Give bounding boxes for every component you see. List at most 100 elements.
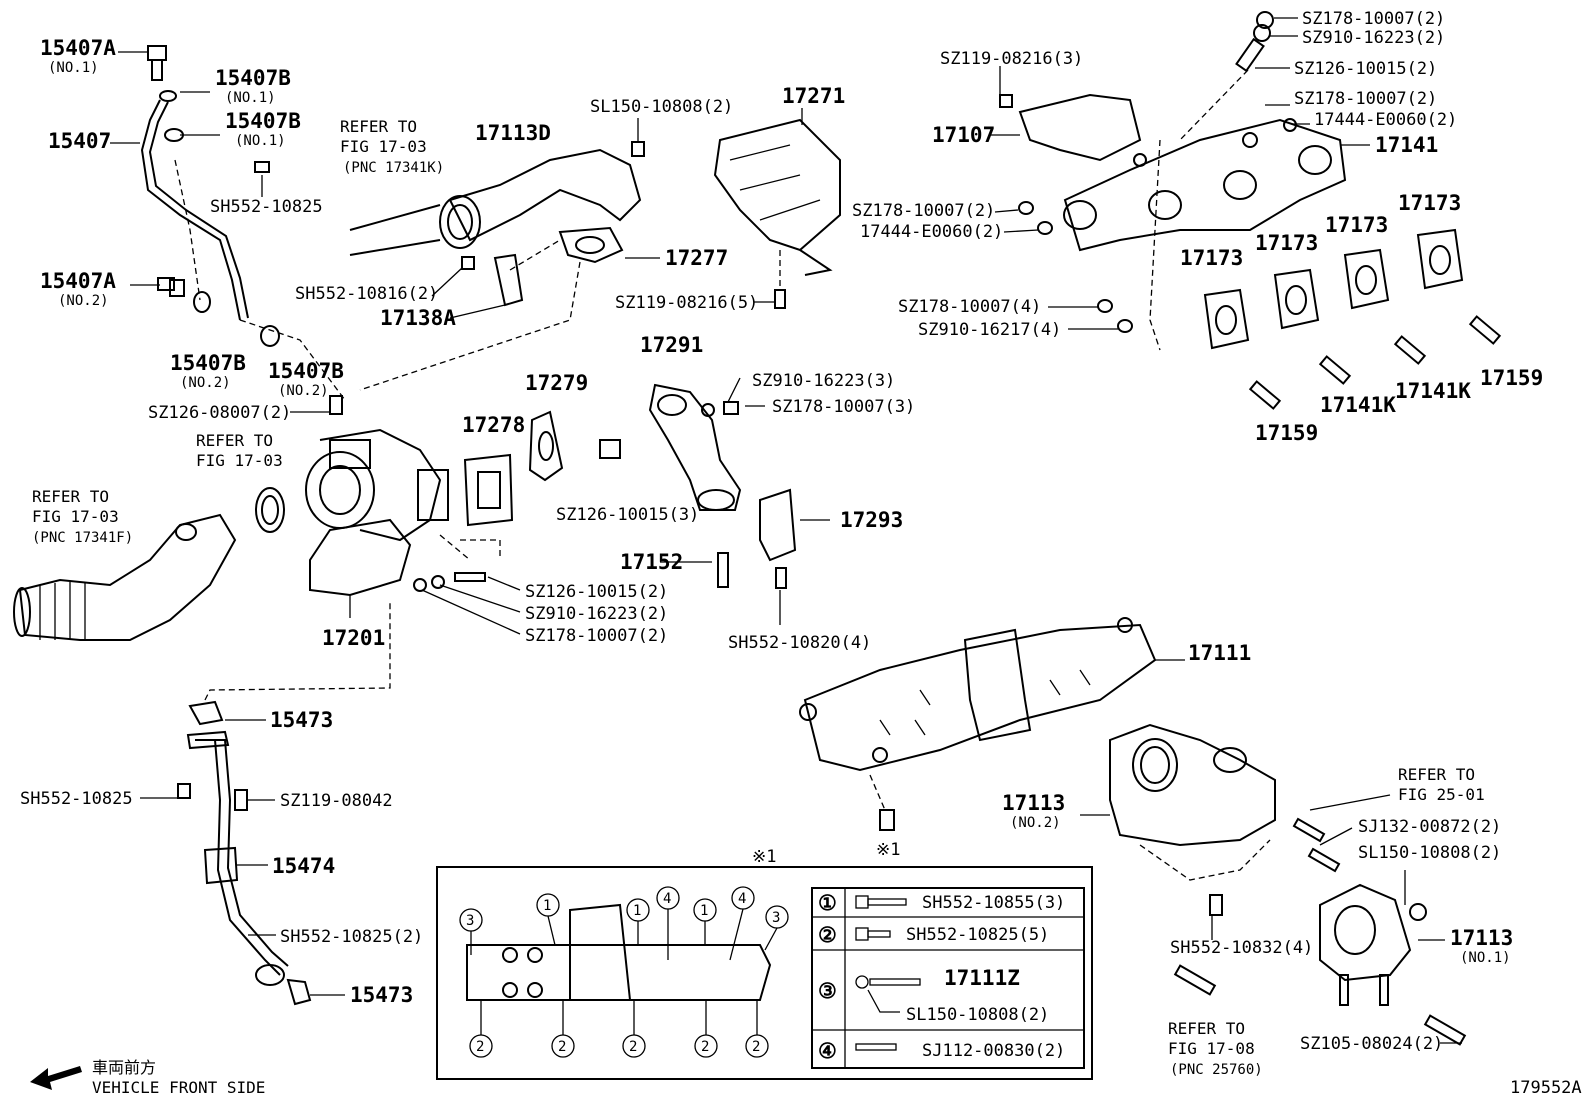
front-label-jp: 車両前方 <box>92 1058 156 1077</box>
label-sz178-10007-e: SZ178-10007(2) <box>852 201 995 221</box>
label-17159-a: 17159 <box>1480 366 1543 390</box>
note-mark-1: ※1 <box>876 840 900 860</box>
label-15407B-no2: 15407B <box>170 351 246 375</box>
label-sz910-16223-a: SZ910-16223(2) <box>1302 28 1445 48</box>
label-sz178-10007-c: SZ178-10007(3) <box>772 397 915 417</box>
callout-1-a: 1 <box>543 898 551 914</box>
label-sh552-10832: SH552-10832(4) <box>1170 938 1313 958</box>
label-17113-no1-sub: (NO.1) <box>1460 950 1511 966</box>
label-17141: 17141 <box>1375 133 1438 157</box>
label-sz910-16223-c: SZ910-16223(2) <box>525 604 668 624</box>
intake-hose <box>13 513 237 641</box>
label-sz178-10007-d: SZ178-10007(2) <box>525 626 668 646</box>
label-17173-c: 17173 <box>1325 213 1388 237</box>
label-15407: 15407 <box>48 129 111 153</box>
label-sz119-08216-b: SZ119-08216(5) <box>615 293 758 313</box>
label-17138A: 17138A <box>380 306 456 330</box>
ref-3-line1: REFER TO <box>32 487 109 506</box>
callout-1-c: 1 <box>700 903 708 919</box>
label-15407B-no1-sub: (NO.1) <box>225 90 276 106</box>
exhaust-manifold-17141 <box>999 11 1347 351</box>
label-sz119-08042: SZ119-08042 <box>280 791 393 811</box>
label-sz178-10007-f: SZ178-10007(4) <box>898 297 1041 317</box>
callout-2-b: 2 <box>558 1039 566 1055</box>
label-17201: 17201 <box>322 626 385 650</box>
label-17113-no2: 17113 <box>1002 791 1065 815</box>
label-sz910-16217: SZ910-16217(4) <box>918 320 1061 340</box>
callout-4-a: 4 <box>663 891 671 907</box>
heat-insulator-17271 <box>713 118 841 309</box>
label-sz119-08216-a: SZ119-08216(3) <box>940 49 1083 69</box>
ref-4-line1: REFER TO <box>1398 765 1475 784</box>
ref-1-line1: REFER TO <box>340 117 417 136</box>
callout-4-b: 4 <box>738 891 746 907</box>
oil-feed-pipe <box>140 45 346 401</box>
ref-5-line3: (PNC 25760) <box>1170 1062 1263 1078</box>
label-sl150-10808-b: SL150-10808(2) <box>1358 843 1501 863</box>
ref-1-line2: FIG 17-03 <box>340 137 427 156</box>
label-17277: 17277 <box>665 246 728 270</box>
label-sz126-10015-b: SZ126-10015(3) <box>556 505 699 525</box>
ref-2-line1: REFER TO <box>196 431 273 450</box>
callout-2-a: 2 <box>476 1039 484 1055</box>
label-sh552-10825-b: SH552-10825 <box>20 789 133 809</box>
label-17173-a: 17173 <box>1180 246 1243 270</box>
label-15407B-no1b-sub: (NO.1) <box>235 133 286 149</box>
intake-manifold-17111 <box>799 617 1157 831</box>
exhaust-pipe-17291 <box>648 383 797 589</box>
label-17271: 17271 <box>782 84 845 108</box>
label-17444-e0060-b: 17444-E0060(2) <box>860 222 1003 242</box>
turbo-studs <box>413 534 501 592</box>
ref-1-line3: (PNC 17341K) <box>343 160 444 176</box>
legend-key-4: ④ <box>818 1039 837 1063</box>
legend-value-3a: 17111Z <box>944 966 1020 990</box>
label-17113-no1: 17113 <box>1450 926 1513 950</box>
label-17279: 17279 <box>525 371 588 395</box>
label-15407A-no2-sub: (NO.2) <box>58 293 109 309</box>
legend-entries: ① SH552-10855(3) ② SH552-10825(5) ③ 1711… <box>818 891 1065 1063</box>
label-15407B-no2-sub: (NO.2) <box>180 375 231 391</box>
callout-3-a: 3 <box>466 913 474 929</box>
legend-value-2: SH552-10825(5) <box>906 925 1049 945</box>
label-15407B-no2b-sub: (NO.2) <box>278 383 329 399</box>
label-15407A-no1: 15407A <box>40 36 116 60</box>
label-15407B-no1: 15407B <box>215 66 291 90</box>
label-17291: 17291 <box>640 333 703 357</box>
gasket-callouts: 3 1 1 4 1 4 3 2 2 2 2 2 <box>459 886 789 1058</box>
callout-2-c: 2 <box>629 1039 637 1055</box>
label-sz178-10007-b: SZ178-10007(2) <box>1294 89 1437 109</box>
label-17113-no2-sub: (NO.2) <box>1010 815 1061 831</box>
label-17107: 17107 <box>932 123 995 147</box>
front-arrow-icon <box>30 1066 82 1090</box>
label-sh552-10825-c: SH552-10825(2) <box>280 927 423 947</box>
legend-key-3: ③ <box>818 979 837 1003</box>
label-15474: 15474 <box>272 854 335 878</box>
label-sz910-16223-b: SZ910-16223(3) <box>752 371 895 391</box>
gasket-legend-box <box>436 866 1093 1080</box>
label-15407B-no2b: 15407B <box>268 359 344 383</box>
part-labels: 15407A (NO.1) 15407B (NO.1) 15407B (NO.1… <box>20 9 1582 1098</box>
ref-5-line1: REFER TO <box>1168 1019 1245 1038</box>
ref-2-line2: FIG 17-03 <box>196 451 283 470</box>
label-17173-d: 17173 <box>1398 191 1461 215</box>
oil-return-pipe <box>177 600 391 1006</box>
label-sl150-10808-a: SL150-10808(2) <box>590 97 733 117</box>
label-15407B-no1b: 15407B <box>225 109 301 133</box>
ref-5-line2: FIG 17-08 <box>1168 1039 1255 1058</box>
label-17159-b: 17159 <box>1255 421 1318 445</box>
callout-3-b: 3 <box>772 910 780 926</box>
gasket-17277 <box>359 226 624 391</box>
label-17111: 17111 <box>1188 641 1251 665</box>
label-17141K-a: 17141K <box>1320 393 1396 417</box>
label-sz126-08007: SZ126-08007(2) <box>148 403 291 423</box>
label-15407A-no2: 15407A <box>40 269 116 293</box>
callout-2-d: 2 <box>701 1039 709 1055</box>
leader-lines <box>110 17 1462 1044</box>
label-sj132-00872: SJ132-00872(2) <box>1358 817 1501 837</box>
label-sh552-10816: SH552-10816(2) <box>295 284 438 304</box>
label-sz178-10007-a: SZ178-10007(2) <box>1302 9 1445 29</box>
label-15473-a: 15473 <box>270 708 333 732</box>
label-17152: 17152 <box>620 550 683 574</box>
label-17113D: 17113D <box>475 121 551 145</box>
